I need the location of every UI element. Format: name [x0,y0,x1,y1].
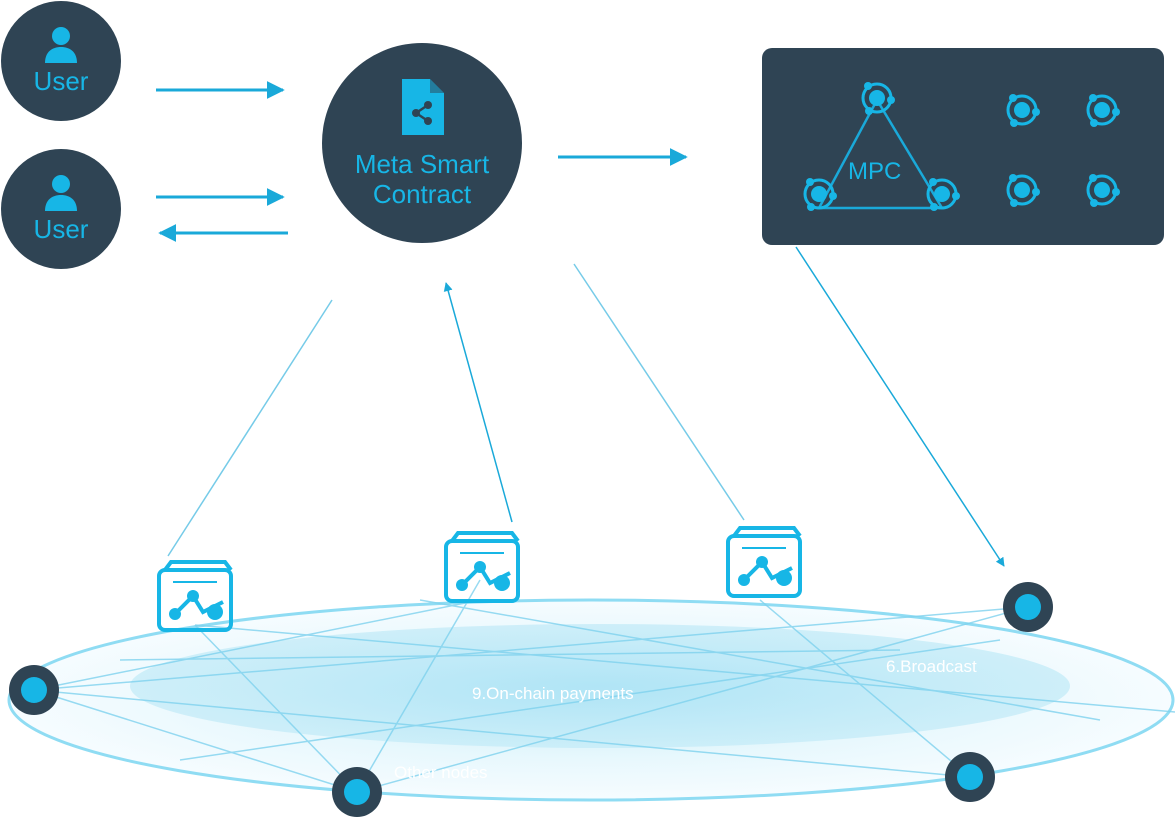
other-nodes-label: Other nodes [394,763,488,782]
node-icon [1006,172,1042,209]
network-node [1003,582,1053,632]
connector-contract-box3 [573,263,745,521]
mpc-triangle [816,97,945,210]
user-icon [45,26,77,63]
network-disc-inner [130,624,1070,748]
node-icon [1086,92,1122,129]
network-node [9,665,59,715]
user-label: User [33,65,89,96]
user-icon [45,174,77,211]
meta-smart-contract-node: Meta Smart Contract [322,43,522,243]
arrow-box2-contract [443,282,513,523]
node-icon [1006,92,1042,129]
arrow-mpc-node [795,246,1005,567]
network-node [945,752,995,802]
contract-title-line1: Meta Smart [354,149,490,179]
blockchain-box-icon [444,531,520,603]
blockchain-box-icon [726,526,802,598]
document-share-icon [402,79,444,135]
contract-title: Meta Smart Contract [355,149,489,209]
node-icon [861,80,897,117]
user-label: User [33,213,89,244]
payments-label: 9.On-chain payments [472,684,634,703]
network-node [332,767,382,817]
connector-box1-contract [167,299,333,557]
mpc-label: MPC [848,158,902,185]
network-mesh [33,579,1175,793]
contract-title-line2: Contract [372,179,472,209]
node-icon [1086,172,1122,209]
user-node: User [1,149,121,269]
mpc-panel: MPC [762,48,1164,245]
blockchain-box-icon [157,560,233,632]
broadcast-label: 6.Broadcast [886,657,977,676]
user-node: User [1,1,121,121]
mpc-graphic [803,80,1122,213]
